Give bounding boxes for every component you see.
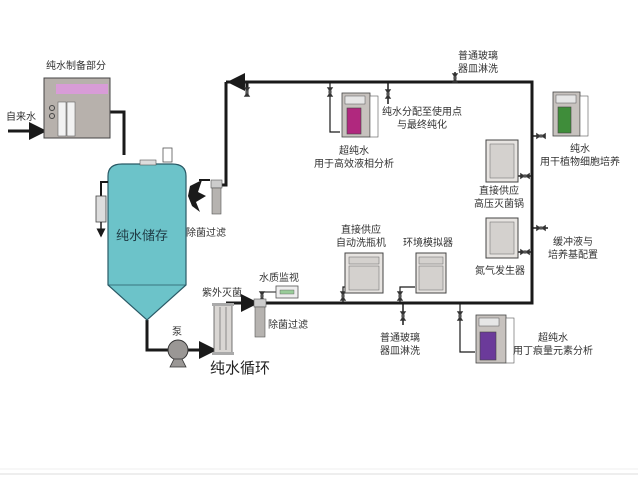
label-env-simulator: 环境模拟器 — [403, 238, 453, 249]
label-line: 与最终纯化 — [397, 120, 447, 131]
label-uv-sterilizer: 紫外灭菌 — [202, 288, 242, 299]
plant-culture-unit[interactable] — [552, 91, 589, 137]
valve-icon[interactable] — [243, 87, 251, 97]
trace-analysis-unit[interactable] — [475, 314, 515, 364]
label-plant-culture: 纯水 用干植物细胞培养 — [540, 143, 620, 169]
sterile-filter-bottom[interactable] — [253, 298, 267, 338]
label-line: 器皿淋洗 — [458, 64, 498, 75]
label-sterile-filter-bottom: 除菌过滤 — [268, 320, 308, 331]
valve-icon[interactable] — [520, 172, 530, 180]
valve-icon[interactable] — [384, 89, 392, 99]
autoclave-unit[interactable] — [485, 139, 519, 183]
auto-bottle-washer[interactable] — [344, 252, 384, 294]
label-line: 超纯水 — [538, 333, 568, 344]
label-line: 缓冲液与 — [553, 237, 593, 248]
tank-sensor — [162, 147, 173, 163]
label-rinse-top: 普通玻璃 器皿淋洗 — [458, 50, 498, 76]
label-pump: 泵 — [172, 327, 182, 338]
label-prep-unit: 纯水制备部分 — [46, 61, 106, 72]
label-storage-tank: 纯水储存 — [116, 229, 169, 244]
valve-icon[interactable] — [326, 87, 334, 97]
label-line: 培养基配置 — [548, 250, 598, 261]
label-water-quality-monitor: 水质监视 — [259, 273, 299, 284]
label-line: 纯水分配至使用点 — [382, 107, 462, 118]
monitor-line — [261, 291, 276, 298]
tank-vent — [139, 159, 157, 166]
label-trace-analysis: 超纯水 用丁痕量元素分析 — [513, 332, 593, 358]
main-loop-pipe — [226, 80, 534, 305]
label-line: 纯水 — [570, 144, 590, 155]
label-line: 直接供应 — [341, 225, 381, 236]
label-line: 超纯水 — [339, 146, 369, 157]
pump[interactable] — [167, 339, 189, 368]
label-buffer: 缓冲液与 培养基配置 — [548, 236, 598, 262]
label-line: 高压灭菌锅 — [474, 199, 524, 210]
valve-icon[interactable] — [396, 291, 404, 301]
valve-icon[interactable] — [520, 248, 530, 256]
label-line: 用丁痕量元素分析 — [513, 346, 593, 357]
level-gauge — [95, 195, 107, 223]
filter-riser-pipe — [218, 82, 228, 187]
label-line: 自动洗瓶机 — [336, 238, 386, 249]
sterile-filter-top[interactable] — [188, 179, 223, 215]
label-hplc: 超纯水 用于高效液相分析 — [314, 145, 394, 171]
label-line: 直接供应 — [479, 186, 519, 197]
storage-tank[interactable] — [95, 147, 187, 321]
label-line: 用于高效液相分析 — [314, 159, 394, 170]
water-quality-monitor[interactable] — [275, 285, 299, 299]
label-tap-water: 自来水 — [6, 112, 36, 123]
label-washer: 直接供应 自动洗瓶机 — [336, 224, 386, 250]
label-line: 用干植物细胞培养 — [540, 157, 620, 168]
label-distribution: 纯水分配至使用点 与最终纯化 — [382, 106, 462, 132]
nitrogen-generator[interactable] — [485, 217, 519, 259]
label-line: 器皿淋洗 — [380, 346, 420, 357]
label-recirculation: 纯水循环 — [210, 359, 271, 377]
hplc-branch-pipe — [329, 82, 340, 133]
uv-sterilizer[interactable] — [212, 303, 234, 355]
label-line: 普通玻璃 — [458, 51, 498, 62]
environment-simulator[interactable] — [415, 252, 447, 294]
valve-icon[interactable] — [536, 224, 546, 232]
label-sterile-filter-top: 除菌过滤 — [186, 228, 226, 239]
label-autoclave: 直接供应 高压灭菌锅 — [474, 185, 524, 211]
label-nitrogen-generator: 氮气发生器 — [475, 266, 525, 277]
prep-to-tank-pipe — [110, 110, 126, 155]
label-rinse-bottom: 普通玻璃 器皿淋洗 — [380, 332, 420, 358]
trace-branch-pipe — [459, 303, 475, 353]
valve-icon[interactable] — [456, 311, 464, 321]
label-line: 普通玻璃 — [380, 333, 420, 344]
valve-icon[interactable] — [536, 132, 546, 140]
valve-icon[interactable] — [399, 311, 407, 321]
water-prep-unit[interactable] — [43, 77, 111, 139]
hplc-ultrapure-unit[interactable] — [341, 92, 379, 138]
